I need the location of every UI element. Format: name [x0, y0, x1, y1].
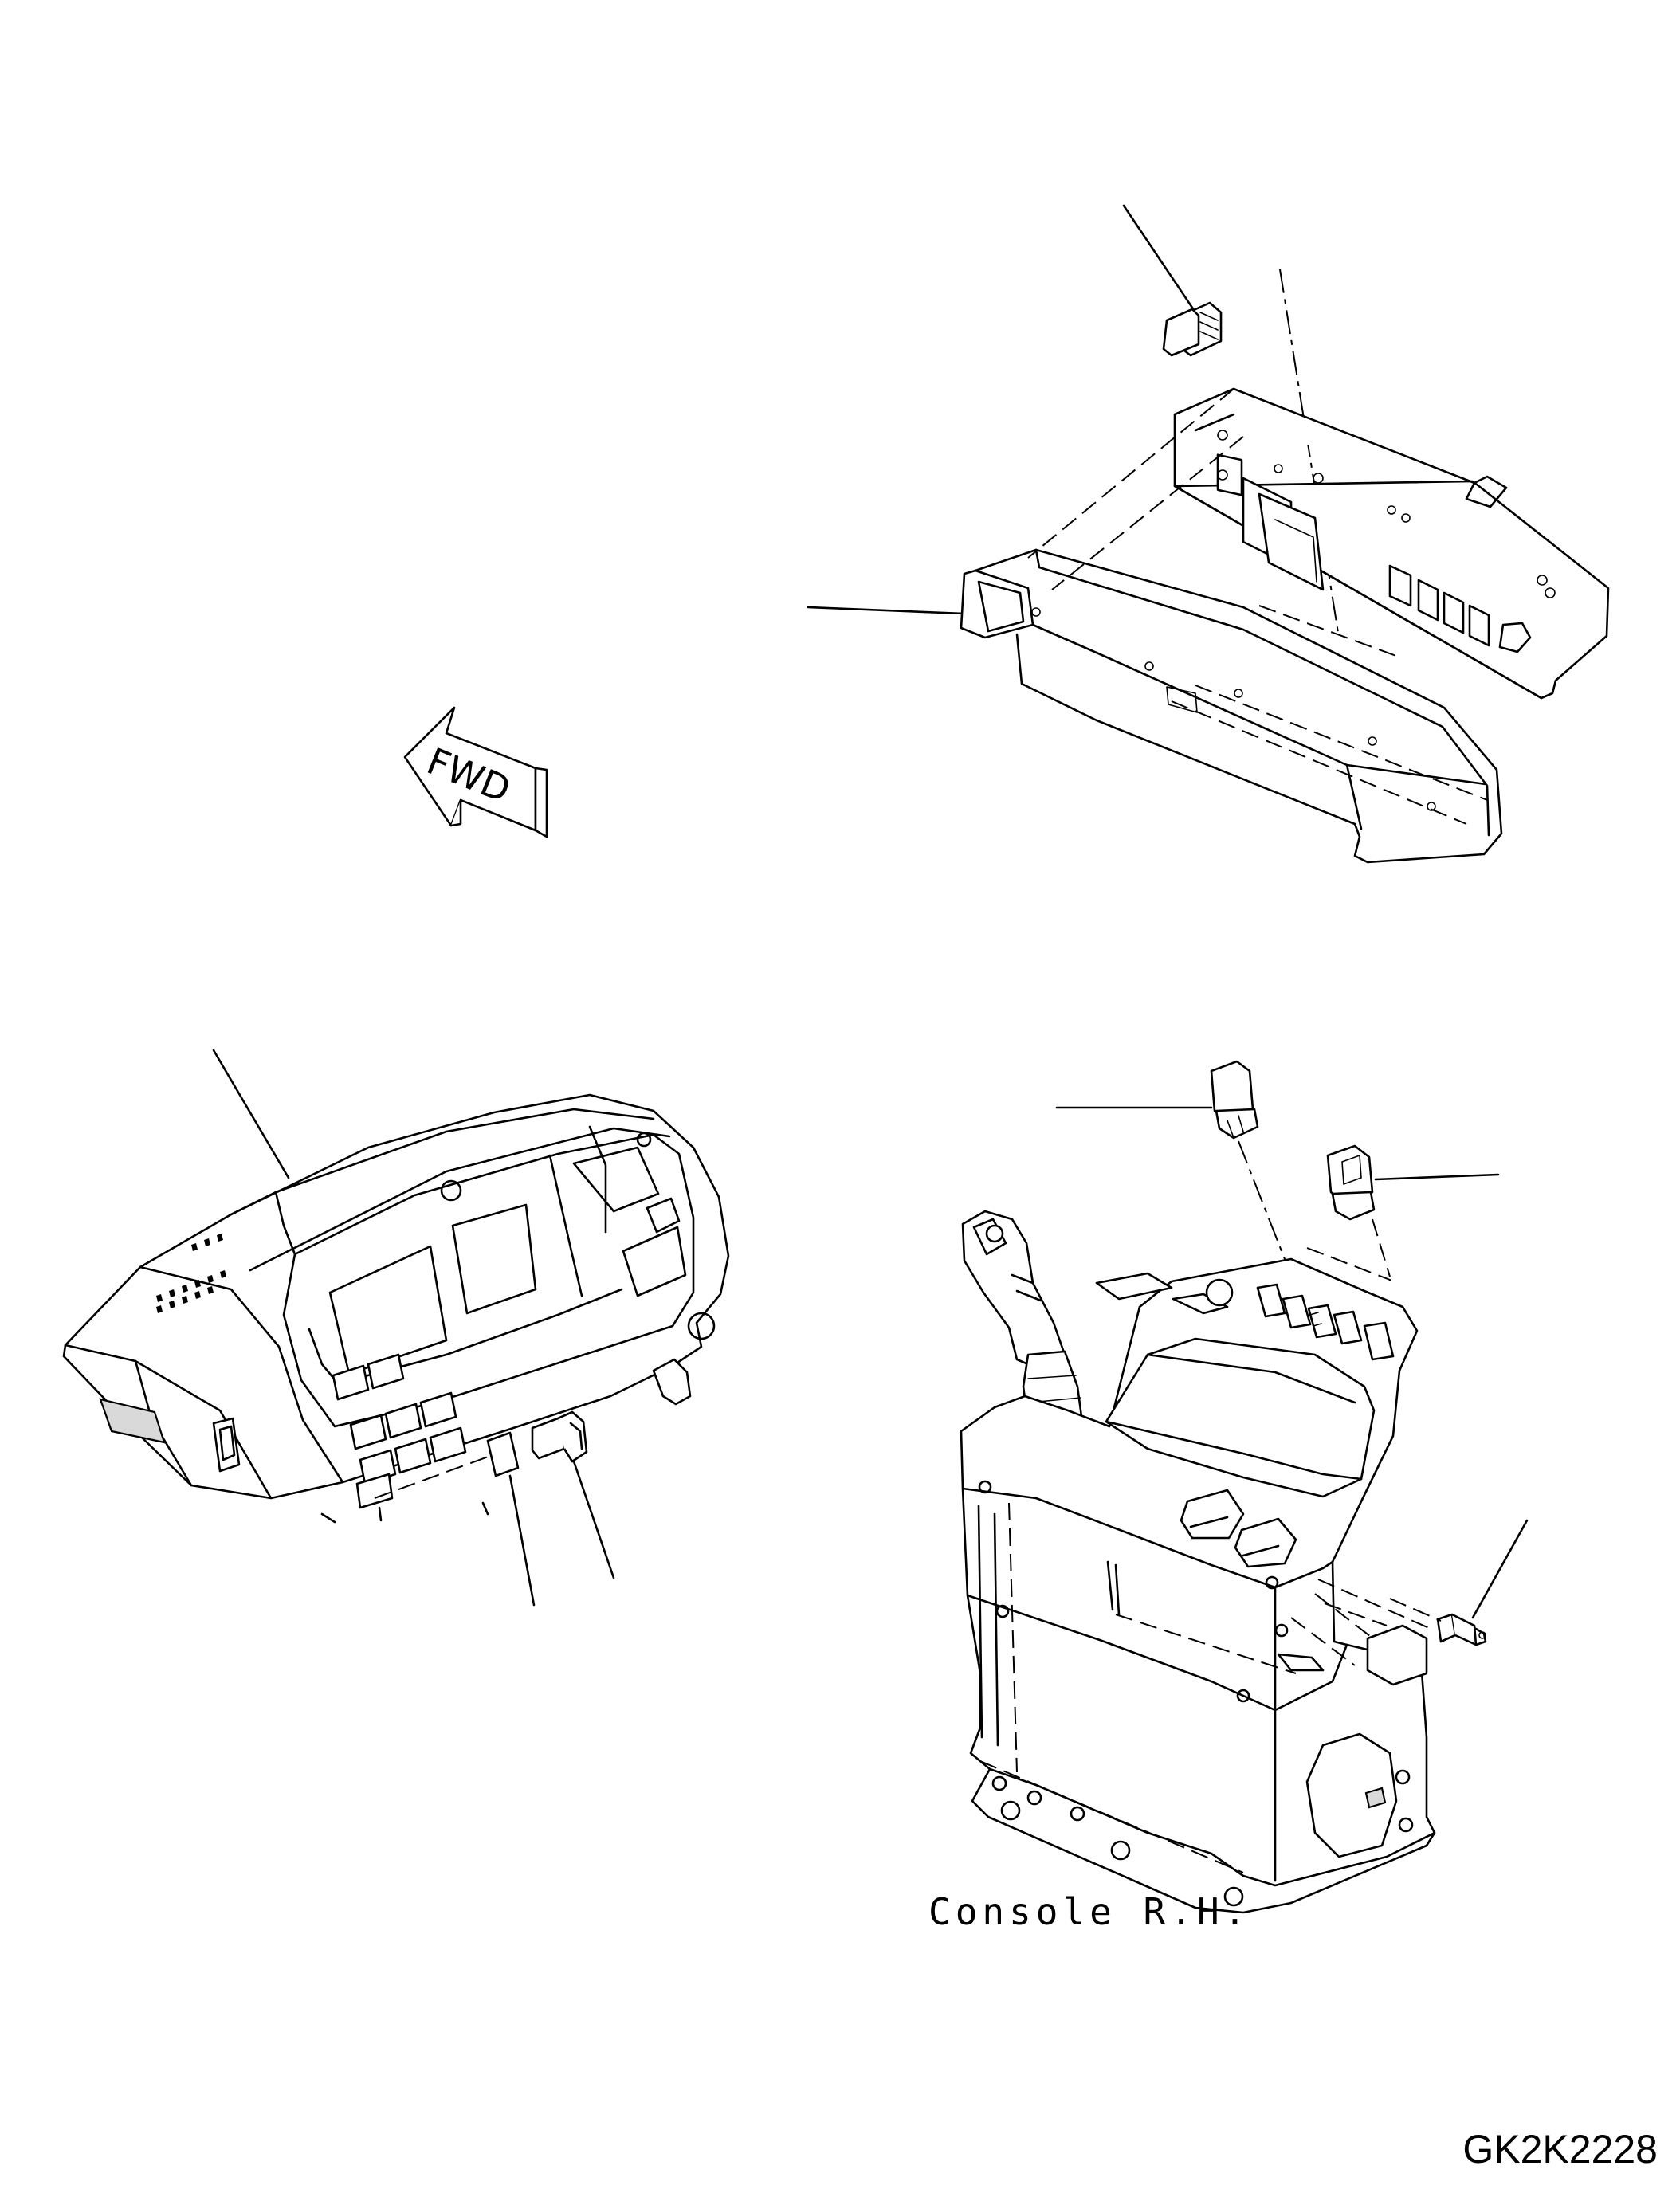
rocker-switch-small [1162, 301, 1223, 357]
leader-line [1374, 1173, 1500, 1181]
cover-tray [960, 548, 1503, 864]
leader-line [212, 1049, 290, 1179]
base-flange [971, 1767, 1436, 1914]
bracket-assembly [807, 204, 1610, 864]
leader-line [807, 606, 966, 615]
leader-line [508, 1474, 536, 1607]
mounting-bracket-plate [1173, 387, 1610, 700]
console-screws [978, 1480, 1289, 1703]
console-switch-panel [1095, 1272, 1395, 1361]
front-dashboard-panel [62, 1049, 730, 1607]
blank-cap [486, 1431, 520, 1477]
base-bolts [991, 1775, 1244, 1907]
relay-connector [1436, 1613, 1487, 1646]
right-console-assembly [960, 1060, 1529, 1914]
rocker-switch [531, 1410, 588, 1463]
assembly-line [1317, 1579, 1442, 1631]
drawing-number: GK2K2228 [1462, 2127, 1658, 2171]
speaker-grille [99, 1398, 166, 1444]
assembly-line [1306, 1218, 1391, 1281]
assembly-line [1290, 1603, 1388, 1666]
console-caption: Console R.H. [928, 1890, 1251, 1933]
fwd-arrow-icon: FWD [403, 706, 548, 838]
armrest [1105, 1337, 1376, 1498]
side-plate-cutout [1305, 1732, 1398, 1858]
switch-connector [1210, 1060, 1259, 1140]
leader-line [1471, 1519, 1529, 1619]
assembly-line [1027, 388, 1244, 590]
switch-connector [1326, 1144, 1376, 1221]
console-knobs [1180, 1489, 1297, 1568]
switch-cluster [332, 1353, 467, 1509]
leader-line [1122, 204, 1197, 314]
leader-line [572, 1460, 615, 1579]
vent-slots [156, 1234, 226, 1313]
mount-bracket [1277, 1653, 1325, 1672]
mount-tabs [320, 1501, 489, 1524]
